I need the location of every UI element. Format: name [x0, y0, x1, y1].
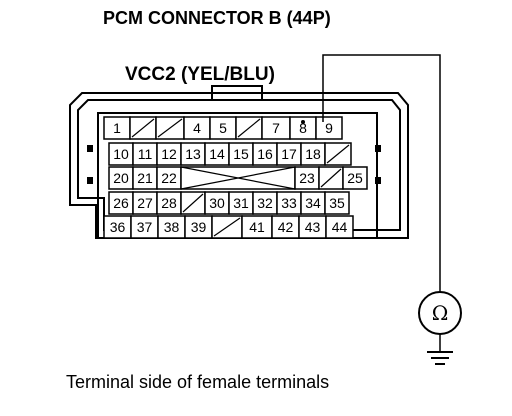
terminal-number: 35 [329, 195, 345, 211]
test-lead [322, 54, 441, 351]
wire-label: VCC2 (YEL/BLU) [125, 64, 275, 85]
terminal-number: 30 [209, 195, 225, 211]
terminal-number: 9 [325, 120, 333, 136]
blank-slash [237, 118, 261, 138]
terminal-number: 32 [257, 195, 273, 211]
terminal-number: 4 [193, 120, 201, 136]
terminal-number: 22 [161, 170, 177, 186]
blank-slash [157, 118, 183, 138]
diagram-title: PCM CONNECTOR B (44P) [103, 8, 331, 28]
ohmmeter: Ω [418, 291, 462, 335]
caption: Terminal side of female terminals [66, 372, 329, 392]
terminal-number: 33 [281, 195, 297, 211]
ground-icon [427, 351, 453, 365]
terminal-number: 23 [299, 170, 315, 186]
terminal-number: 15 [233, 146, 249, 162]
terminal-number: 1 [113, 120, 121, 136]
terminal-number: 14 [209, 146, 225, 162]
terminal-number: 26 [113, 195, 129, 211]
terminal-number: 12 [161, 146, 177, 162]
terminal-number: 16 [257, 146, 273, 162]
terminal-number: 17 [281, 146, 297, 162]
terminal-number: 11 [138, 146, 153, 162]
terminal-number: 44 [332, 219, 348, 235]
terminal-number: 20 [113, 170, 129, 186]
terminal-9 [315, 116, 343, 140]
terminal-number: 43 [305, 219, 321, 235]
terminal-number: 27 [137, 195, 153, 211]
terminal-number: 28 [161, 195, 177, 211]
housing-latches [87, 145, 381, 184]
terminal-44 [325, 215, 354, 239]
probe-point [301, 120, 305, 124]
terminal-25 [342, 166, 368, 190]
terminal-number: 37 [137, 219, 153, 235]
terminal-number: 31 [233, 195, 249, 211]
terminal-number: 38 [164, 219, 180, 235]
blank-cross-line [180, 166, 296, 190]
terminal-number: 13 [185, 146, 201, 162]
terminal-35 [324, 191, 350, 215]
terminal-number: 8 [299, 120, 307, 136]
blank-slash [131, 118, 155, 138]
terminal-number: 5 [219, 120, 227, 136]
terminal-number: 25 [347, 170, 363, 186]
blank-slash [213, 217, 241, 237]
terminal-number: 36 [110, 219, 126, 235]
terminal-number: 18 [305, 146, 321, 162]
blank-slash [320, 168, 342, 188]
terminal-number: 21 [137, 170, 153, 186]
blank-slash [326, 144, 350, 164]
terminal-number: 34 [305, 195, 321, 211]
terminal-number: 7 [272, 120, 280, 136]
blank-slash [182, 193, 204, 213]
terminal-number: 10 [113, 146, 129, 162]
ohm-symbol: Ω [432, 301, 449, 325]
terminal-number: 41 [249, 219, 265, 235]
terminal-number: 39 [191, 219, 207, 235]
terminal-number: 42 [278, 219, 294, 235]
